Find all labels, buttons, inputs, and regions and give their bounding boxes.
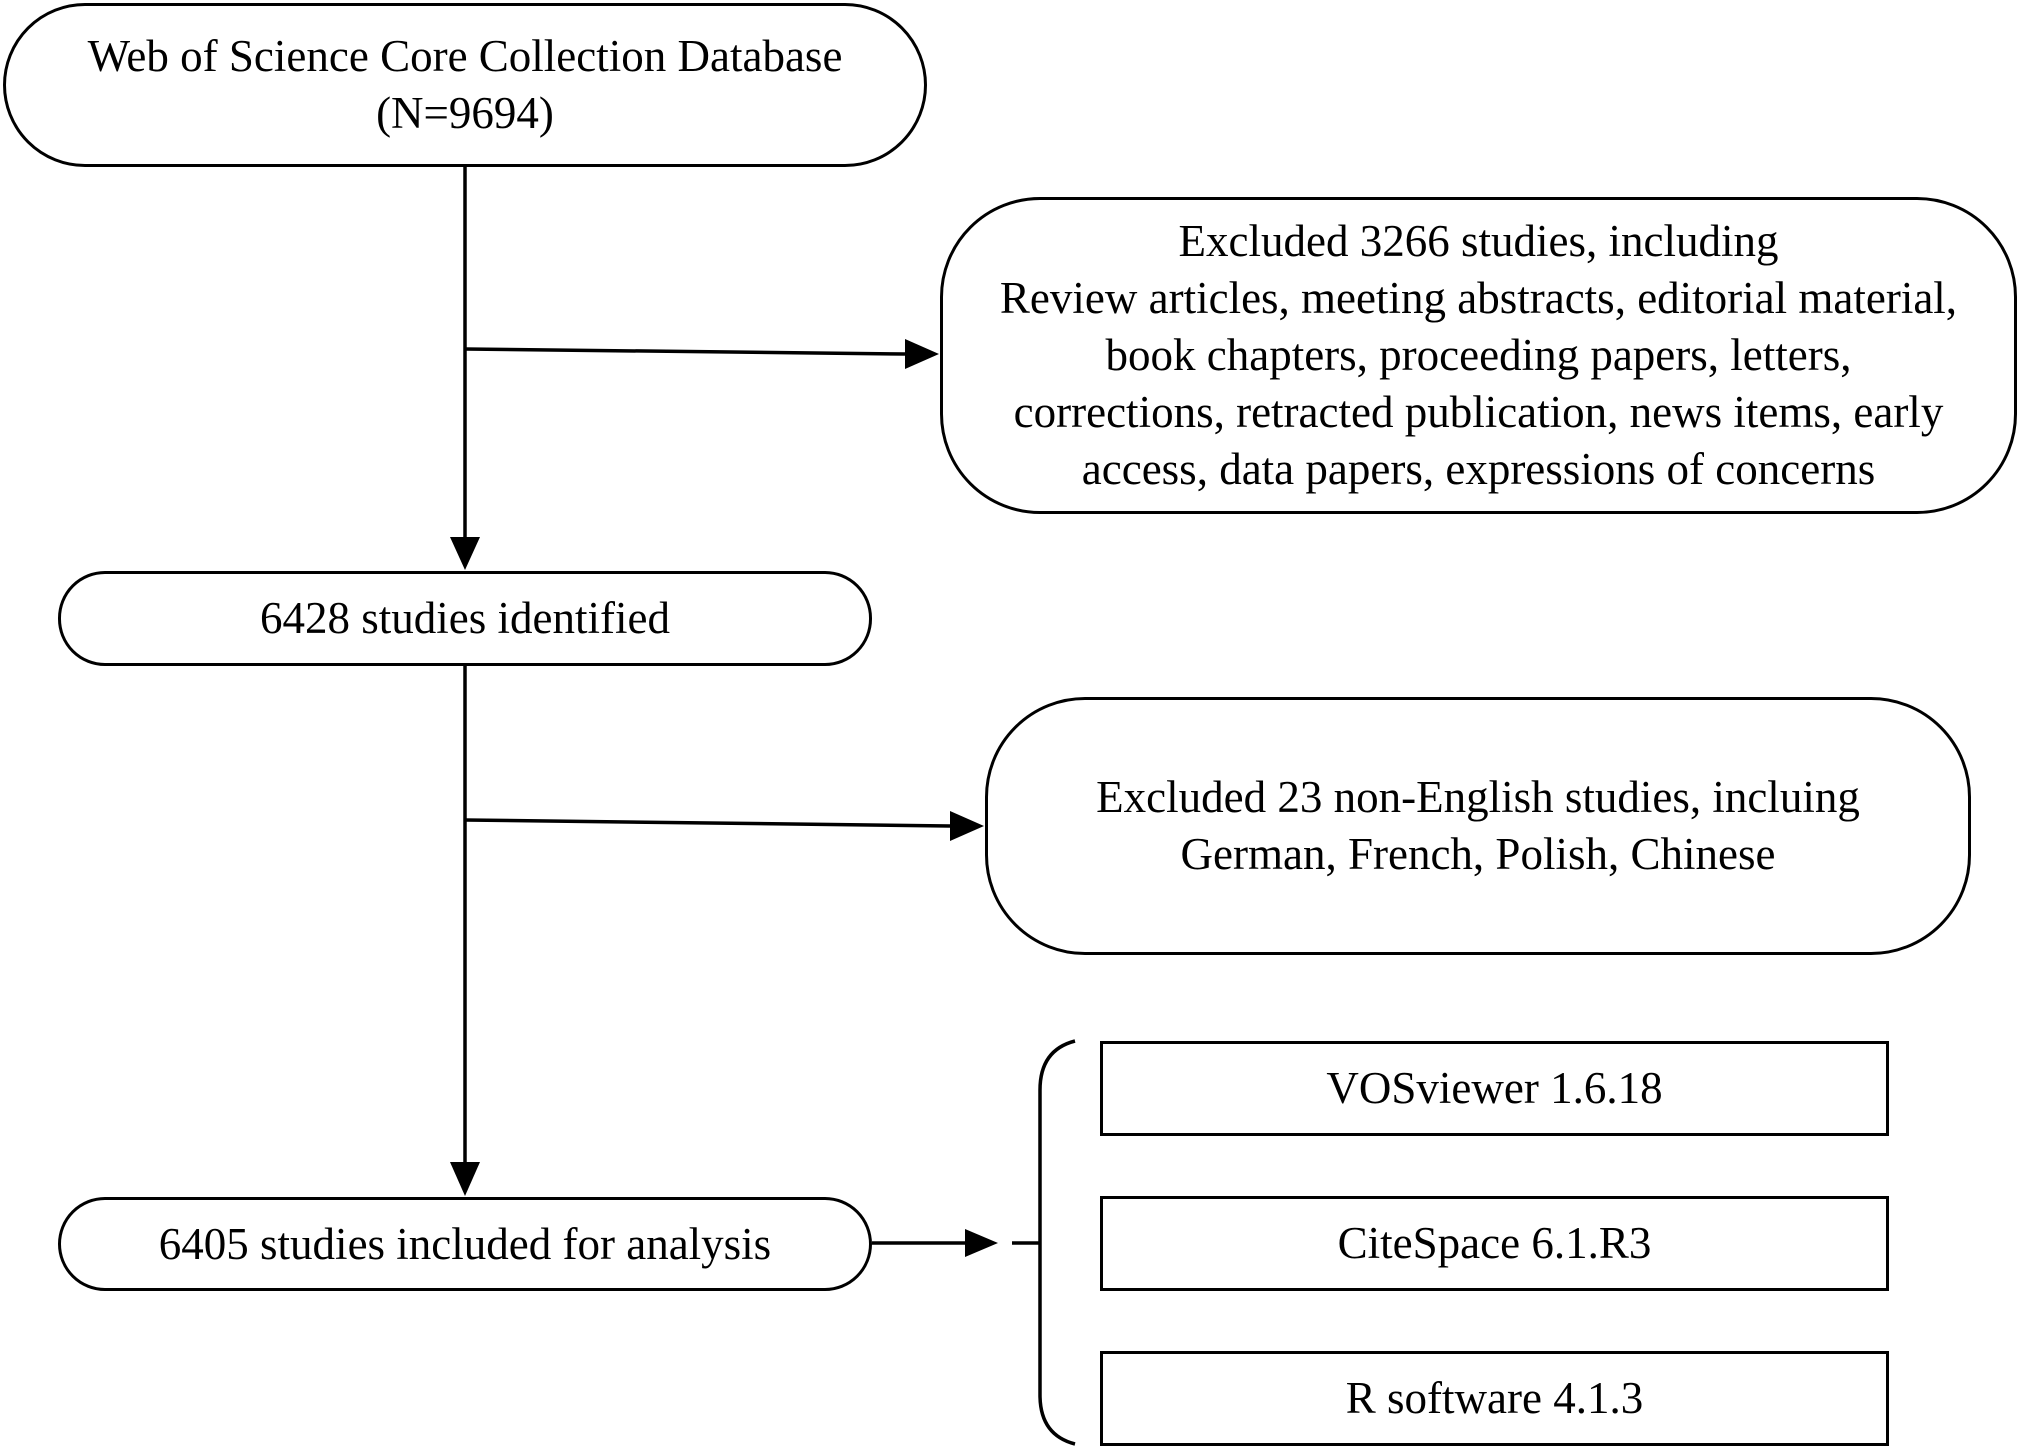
tool-label: R software 4.1.3 [1345,1373,1644,1423]
source-database-count: (N=9694) [376,88,554,138]
identified-studies-node: 6428 studies identified [58,571,872,666]
exclusion-2-line: Excluded 23 non-English studies, incluin… [1096,772,1860,822]
arrowhead-to-included [450,1162,480,1196]
included-studies-node: 6405 studies included for analysis [58,1197,872,1291]
source-database-title: Web of Science Core Collection Database [87,31,843,81]
connector-to-exclusion-2 [464,818,951,828]
included-studies-label: 6405 studies included for analysis [158,1218,772,1269]
tool-vosviewer-box: VOSviewer 1.6.18 [1100,1041,1889,1136]
exclusion-1-line: access, data papers, expressions of conc… [1081,444,1876,494]
exclusion-1-line: Excluded 3266 studies, including [1178,216,1779,266]
tool-citespace-box: CiteSpace 6.1.R3 [1100,1196,1889,1291]
connector-to-exclusion-1 [464,347,906,356]
exclusion-1-line: book chapters, proceeding papers, letter… [1105,330,1852,380]
arrowhead-to-exclusion-1 [905,339,939,369]
exclusion-1-line: Review articles, meeting abstracts, edit… [999,273,1958,323]
source-database-node: Web of Science Core Collection Database … [3,3,927,167]
arrowhead-to-tools [965,1229,998,1257]
arrowhead-to-exclusion-2 [950,811,984,841]
arrowhead-to-identified [450,537,480,570]
identified-studies-label: 6428 studies identified [260,593,670,643]
tool-label: VOSviewer 1.6.18 [1326,1063,1663,1113]
exclusion-2-node: Excluded 23 non-English studies, incluin… [985,697,1971,955]
exclusion-2-line: German, French, Polish, Chinese [1180,829,1776,879]
tool-r-software-box: R software 4.1.3 [1100,1351,1889,1446]
tool-label: CiteSpace 6.1.R3 [1337,1218,1652,1268]
exclusion-1-node: Excluded 3266 studies, including Review … [940,197,2017,514]
exclusion-1-line: corrections, retracted publication, news… [1013,387,1944,437]
tools-bracket [1038,1039,1076,1446]
